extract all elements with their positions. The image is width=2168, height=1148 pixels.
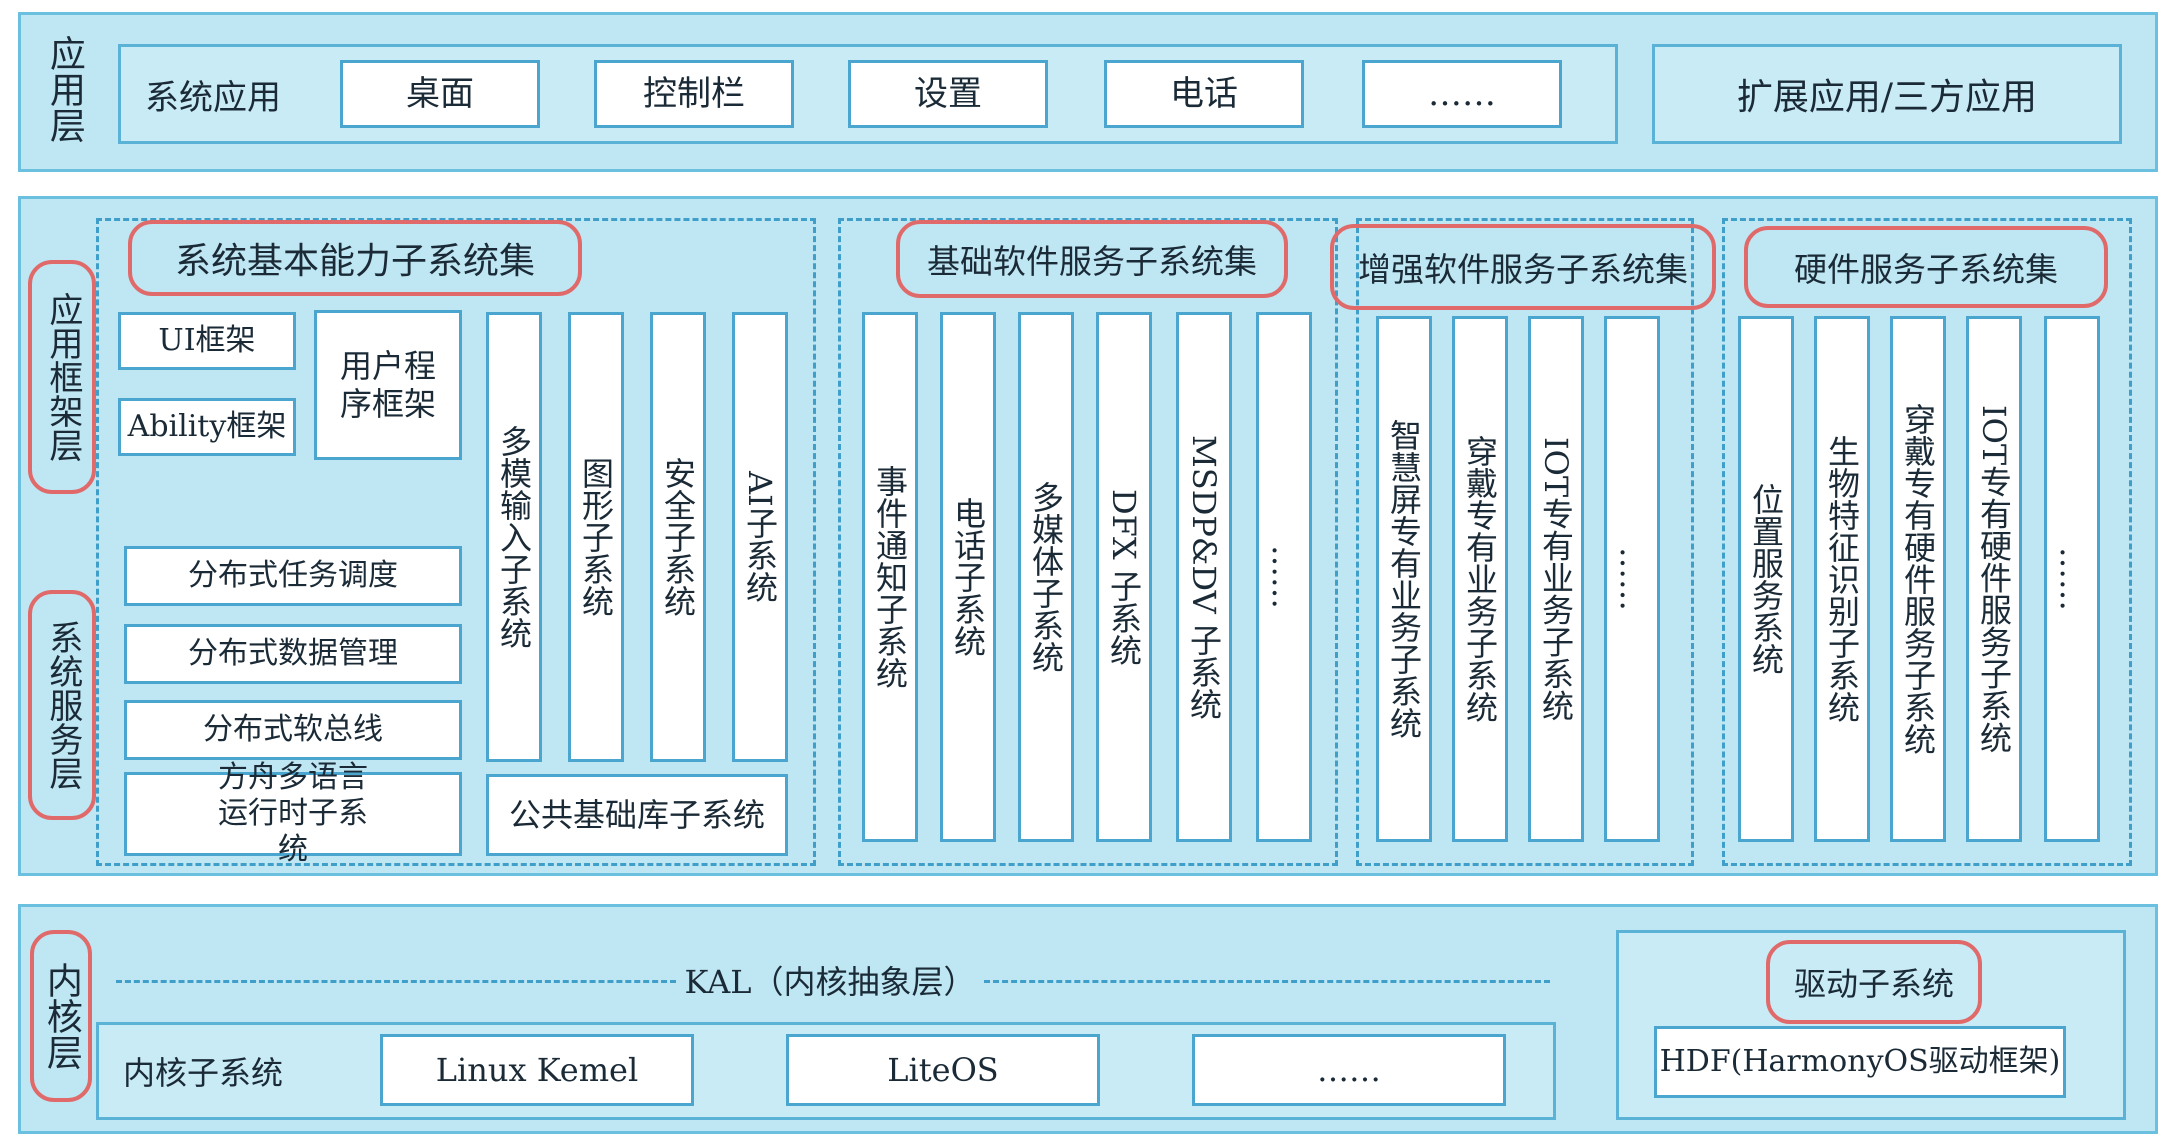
app-desktop[interactable]: 桌面 bbox=[340, 60, 540, 128]
hardware-more-text: …… bbox=[2053, 547, 2091, 611]
hardware-service-set bbox=[1722, 218, 2132, 866]
ai-subsystem[interactable]: AI子系统 bbox=[732, 312, 788, 762]
security-subsystem[interactable]: 安全子系统 bbox=[650, 312, 706, 762]
app-settings[interactable]: 设置 bbox=[848, 60, 1048, 128]
wearable-hardware-subsystem[interactable]: 穿戴专有硬件服务子系统 bbox=[1890, 316, 1946, 842]
smart-screen-subsystem[interactable]: 智慧屏专有业务子系统 bbox=[1376, 316, 1432, 842]
distributed-soft-bus[interactable]: 分布式软总线 bbox=[124, 700, 462, 760]
multimodal-input-text: 多模输入子系统 bbox=[495, 425, 533, 649]
enhanced-software-title: 增强软件服务子系统集 bbox=[1358, 250, 1688, 289]
multimedia-subsystem[interactable]: 多媒体子系统 bbox=[1018, 312, 1074, 842]
iot-business-text: IOT专有业务子系统 bbox=[1537, 436, 1575, 722]
enhanced-software-title-highlight bbox=[1330, 224, 1716, 310]
basic-capability-set bbox=[96, 218, 816, 866]
telephony-text: 电话子系统 bbox=[949, 497, 987, 657]
wearable-business-subsystem[interactable]: 穿戴专有业务子系统 bbox=[1452, 316, 1508, 842]
dfx-text: DFX 子系统 bbox=[1105, 488, 1143, 666]
graphics-subsystem[interactable]: 图形子系统 bbox=[568, 312, 624, 762]
kal-dashed-line-right bbox=[984, 980, 1550, 983]
ability-framework[interactable]: Ability框架 bbox=[118, 398, 296, 456]
smart-screen-text: 智慧屏专有业务子系统 bbox=[1385, 419, 1423, 739]
biometric-subsystem[interactable]: 生物特征识别子系统 bbox=[1814, 316, 1870, 842]
hdf-framework[interactable]: HDF(HarmonyOS驱动框架) bbox=[1654, 1026, 2066, 1098]
basic-software-set bbox=[838, 218, 1338, 866]
hardware-title: 硬件服务子系统集 bbox=[1794, 250, 2058, 289]
basic-capability-title: 系统基本能力子系统集 bbox=[174, 241, 535, 282]
telephony-subsystem[interactable]: 电话子系统 bbox=[940, 312, 996, 842]
app-control-bar[interactable]: 控制栏 bbox=[594, 60, 794, 128]
enhanced-software-more[interactable]: …… bbox=[1604, 316, 1660, 842]
location-service-system[interactable]: 位置服务系统 bbox=[1738, 316, 1794, 842]
wearable-business-text: 穿戴专有业务子系统 bbox=[1461, 435, 1499, 723]
driver-title: 驱动子系统 bbox=[1793, 965, 1954, 1003]
dfx-subsystem[interactable]: DFX 子系统 bbox=[1096, 312, 1152, 842]
event-notification-text: 事件通知子系统 bbox=[871, 465, 909, 689]
distributed-data-management[interactable]: 分布式数据管理 bbox=[124, 624, 462, 684]
kernel-more[interactable]: …… bbox=[1192, 1034, 1506, 1106]
security-text: 安全子系统 bbox=[659, 457, 697, 617]
service-layer-label: 系统服务层 bbox=[42, 620, 83, 790]
enhanced-software-set bbox=[1356, 218, 1694, 866]
wearable-hardware-text: 穿戴专有硬件服务子系统 bbox=[1899, 403, 1937, 755]
ai-text: AI子系统 bbox=[741, 471, 779, 603]
location-service-text: 位置服务系统 bbox=[1747, 483, 1785, 675]
kal-label: KAL（内核抽象层） bbox=[684, 963, 976, 1001]
event-notification-subsystem[interactable]: 事件通知子系统 bbox=[862, 312, 918, 842]
graphics-text: 图形子系统 bbox=[577, 457, 615, 617]
kernel-layer-label-highlight bbox=[30, 930, 92, 1102]
biometric-text: 生物特征识别子系统 bbox=[1823, 435, 1861, 723]
driver-title-highlight bbox=[1766, 940, 1982, 1024]
framework-layer-label: 应用框架层 bbox=[42, 292, 83, 462]
kernel-layer-label: 内核层 bbox=[40, 962, 82, 1070]
framework-service-layer bbox=[18, 196, 2158, 876]
distributed-task-scheduling[interactable]: 分布式任务调度 bbox=[124, 546, 462, 606]
iot-business-subsystem[interactable]: IOT专有业务子系统 bbox=[1528, 316, 1584, 842]
kernel-liteos[interactable]: LiteOS bbox=[786, 1034, 1100, 1106]
basic-capability-title-highlight bbox=[128, 220, 582, 296]
multimodal-input-subsystem[interactable]: 多模输入子系统 bbox=[486, 312, 542, 762]
extension-apps[interactable]: 扩展应用/三方应用 bbox=[1652, 44, 2122, 144]
kal-dashed-line-left bbox=[116, 980, 676, 983]
msdp-dv-text: MSDP&DV 子系统 bbox=[1185, 434, 1223, 720]
enhanced-software-more-text: …… bbox=[1613, 547, 1651, 611]
basic-software-more[interactable]: …… bbox=[1256, 312, 1312, 842]
app-phone[interactable]: 电话 bbox=[1104, 60, 1304, 128]
user-program-framework[interactable]: 用户程序框架 bbox=[314, 310, 462, 460]
app-more[interactable]: …… bbox=[1362, 60, 1562, 128]
ui-framework[interactable]: UI框架 bbox=[118, 312, 296, 370]
basic-software-more-text: …… bbox=[1265, 545, 1303, 609]
iot-hardware-text: IOT专有硬件服务子系统 bbox=[1975, 404, 2013, 754]
ark-multilang-runtime[interactable]: 方舟多语言运行时子系统 bbox=[124, 760, 462, 867]
hardware-more[interactable]: …… bbox=[2044, 316, 2100, 842]
app-layer-label: 应用层 bbox=[43, 35, 85, 143]
kernel-linux[interactable]: Linux Kemel bbox=[380, 1034, 694, 1106]
msdp-dv-subsystem[interactable]: MSDP&DV 子系统 bbox=[1176, 312, 1232, 842]
basic-software-title: 基础软件服务子系统集 bbox=[927, 242, 1257, 281]
iot-hardware-subsystem[interactable]: IOT专有硬件服务子系统 bbox=[1966, 316, 2022, 842]
system-apps-label: 系统应用 bbox=[145, 77, 281, 118]
multimedia-text: 多媒体子系统 bbox=[1027, 481, 1065, 673]
basic-software-title-highlight bbox=[896, 220, 1288, 298]
framework-layer-label-highlight bbox=[28, 260, 96, 494]
common-base-library[interactable]: 公共基础库子系统 bbox=[486, 774, 788, 856]
service-layer-label-highlight bbox=[28, 590, 96, 820]
hardware-title-highlight bbox=[1744, 226, 2108, 308]
kernel-subsystem-label: 内核子系统 bbox=[122, 1054, 283, 1092]
